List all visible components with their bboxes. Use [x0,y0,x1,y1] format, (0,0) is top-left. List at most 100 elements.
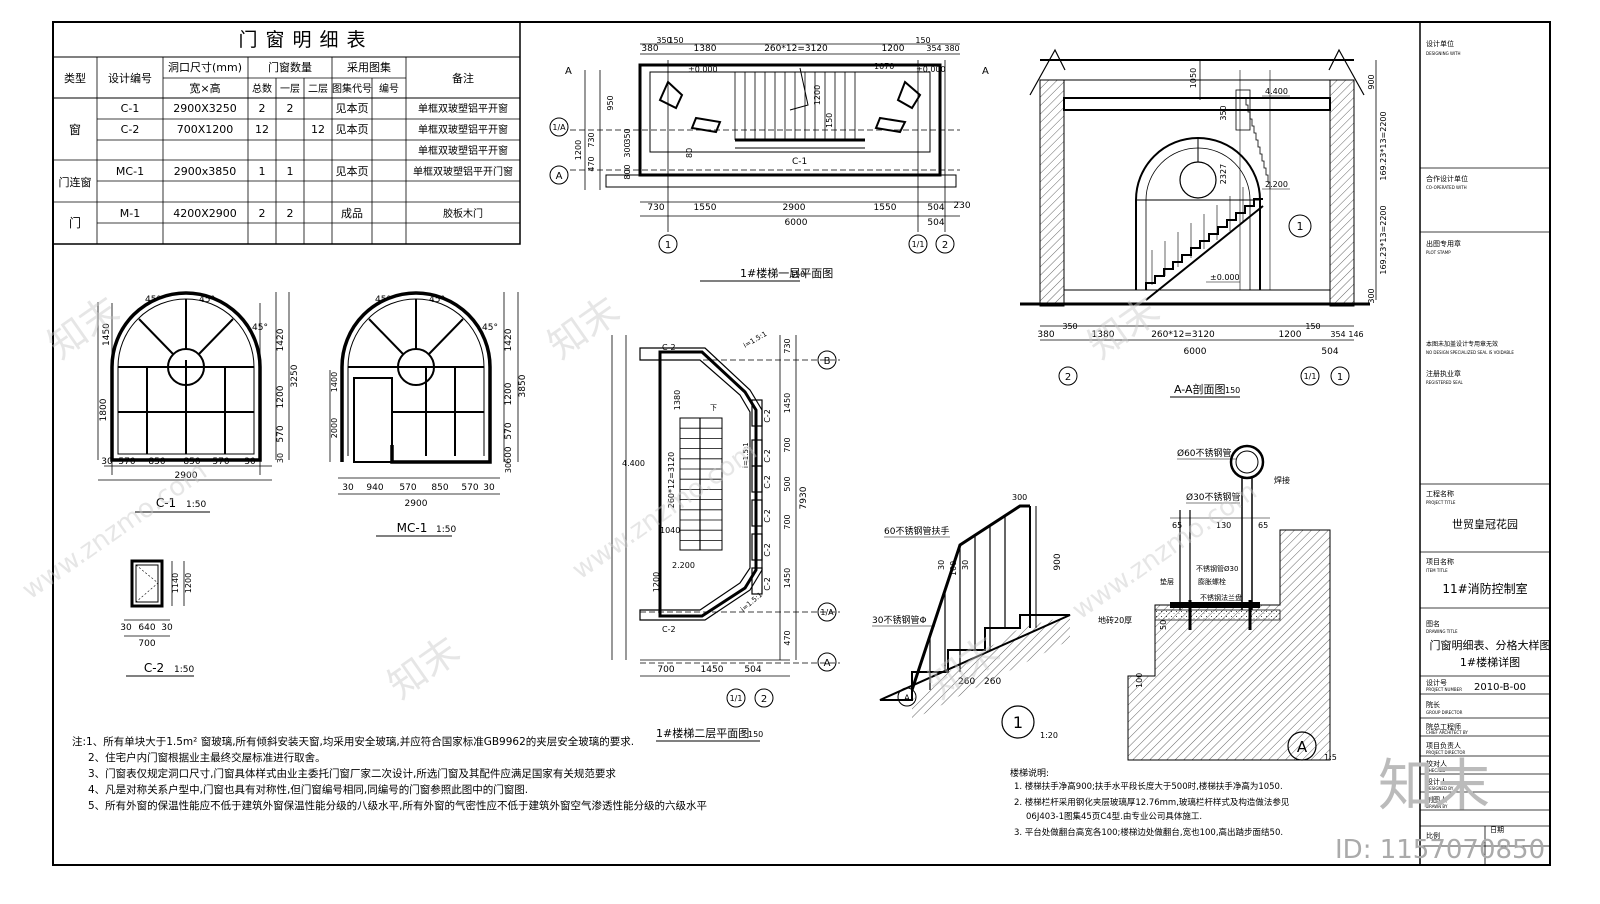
svg-text:1450: 1450 [783,393,792,413]
window-c2-elevation: 1140 1200 30 640 30 700 C-2 1:50 [120,559,194,677]
svg-text:A: A [904,694,911,704]
svg-text:1/A: 1/A [820,608,834,617]
svg-text:354: 354 [926,44,941,53]
svg-text:Ø30不锈钢管: Ø30不锈钢管 [1186,491,1241,503]
svg-text:570: 570 [461,483,478,493]
svg-text:150: 150 [790,270,805,279]
svg-text:DRAWN BY: DRAWN BY [1426,804,1448,809]
svg-text:850: 850 [431,483,448,493]
svg-text:门窗数量: 门窗数量 [268,60,312,74]
svg-text:工程名称: 工程名称 [1426,489,1454,498]
svg-text:2900: 2900 [783,203,806,213]
drawing-name-2: 1#楼梯详图 [1460,655,1520,669]
stair-soffit [1145,205,1264,301]
svg-text:500: 500 [783,476,792,491]
svg-text:1050: 1050 [1189,68,1198,88]
svg-text:i=1.5:1: i=1.5:1 [742,330,768,350]
svg-text:备注: 备注 [452,71,474,85]
table-cell-size: 2900X3250 [173,102,237,115]
table-cell-atlas: 见本页 [336,164,369,178]
svg-text:570: 570 [276,425,286,442]
window-c2-plan [751,567,763,595]
svg-text:REGISTERED SEAL: REGISTERED SEAL [1426,380,1464,385]
svg-text:1: 1 [1337,372,1343,383]
svg-text:1:50: 1:50 [436,525,456,535]
svg-text:±0.000: ±0.000 [916,65,946,74]
svg-text:260: 260 [984,677,1001,687]
svg-text:设计单位: 设计单位 [1426,39,1454,48]
svg-text:7930: 7930 [799,486,809,509]
table-cell-total: 1 [259,165,266,178]
svg-text:1380: 1380 [694,44,717,54]
svg-text:PROJECT TITLE: PROJECT TITLE [1426,500,1456,505]
svg-text:45°: 45° [145,295,161,305]
svg-text:45°: 45° [482,323,498,333]
stair-flight [1145,198,1263,290]
svg-text:洞口尺寸(mm): 洞口尺寸(mm) [168,60,242,74]
svg-text:700: 700 [657,665,674,675]
svg-text:4.400: 4.400 [622,459,645,468]
svg-text:570: 570 [399,483,416,493]
svg-text:下: 下 [710,404,717,412]
table-cell-code: C-1 [121,102,140,115]
c2-title: C-2 [144,661,164,675]
window-label: C-2 [763,509,772,523]
svg-text:30: 30 [961,560,970,570]
svg-text:A: A [824,658,831,669]
svg-text:470: 470 [783,630,792,645]
detail-1-handrail: 300 60不锈钢管扶手 900 30 100 30 30不锈钢管Φ 260 2… [872,493,1071,740]
table-cell-f1: 1 [287,165,294,178]
svg-text:1140: 1140 [171,573,180,593]
svg-text:45°: 45° [199,295,215,305]
svg-text:1: 1 [665,240,671,251]
svg-text:3250: 3250 [290,364,300,387]
svg-text:1:5: 1:5 [1324,753,1337,762]
svg-text:www.znzmo.com: www.znzmo.com [567,436,763,586]
svg-text:3、门窗表仅规定洞口尺寸,门窗具体样式由业主委托门窗厂家二次: 3、门窗表仅规定洞口尺寸,门窗具体样式由业主委托门窗厂家二次设计,所选门窗及其配… [88,767,616,780]
svg-text:30: 30 [244,457,256,467]
svg-text:焊接: 焊接 [1274,475,1290,485]
svg-text:PROJECT DIRECTOR: PROJECT DIRECTOR [1426,750,1466,755]
svg-text:150: 150 [915,36,930,45]
svg-text:地砖20厚: 地砖20厚 [1098,615,1132,625]
table-cell-remark: 单框双玻塑铝平开门窗 [413,165,513,178]
svg-text:1/1: 1/1 [1304,372,1317,381]
svg-text:1:50: 1:50 [186,500,206,510]
svg-text:本图未加盖设计专用章无效: 本图未加盖设计专用章无效 [1426,340,1498,348]
svg-text:900: 900 [1053,553,1063,570]
svg-text:570: 570 [504,422,514,439]
table-cell-remark: 单框双玻塑铝平开窗 [418,144,508,157]
table-cell-code: MC-1 [116,165,144,178]
svg-text:570: 570 [212,457,229,467]
svg-text:146: 146 [1348,330,1363,339]
svg-text:65: 65 [1172,521,1182,530]
svg-text:2000: 2000 [330,418,339,438]
svg-text:940: 940 [366,483,383,493]
window-c2-plan [751,533,763,561]
svg-text:合作设计单位: 合作设计单位 [1426,174,1468,183]
svg-text:504: 504 [927,203,944,213]
svg-text:45°: 45° [429,295,445,305]
svg-text:150: 150 [1305,322,1320,331]
svg-text:窗: 窗 [69,123,81,137]
table-cell-total: 12 [255,123,269,136]
svg-text:1200: 1200 [276,385,286,408]
svg-text:院长: 院长 [1426,700,1440,709]
svg-text:700: 700 [138,639,155,649]
svg-text:NO DESIGN SPECIALIZED SEAL IS: NO DESIGN SPECIALIZED SEAL IS VOIDABLE [1426,350,1514,355]
table-cell-f1: 2 [287,207,294,220]
svg-text:1800: 1800 [99,398,109,421]
svg-text:1420: 1420 [504,328,514,351]
svg-text:45°: 45° [252,323,268,333]
svg-text:230: 230 [953,201,970,211]
svg-text:260: 260 [958,677,975,687]
svg-text:2: 2 [1065,372,1071,383]
svg-text:1550: 1550 [874,203,897,213]
svg-text:4、凡是对称关系户型中,门窗也具有对称性,但门窗编号相同,同: 4、凡是对称关系户型中,门窗也具有对称性,但门窗编号相同,同编号的门窗参照此图中… [88,783,528,796]
svg-text:30: 30 [483,483,495,493]
svg-text:知末: 知末 [1080,288,1168,368]
section-title: A-A剖面图 [1174,382,1226,396]
svg-text:2.200: 2.200 [1265,180,1288,189]
svg-text:设计人: 设计人 [1426,777,1447,786]
